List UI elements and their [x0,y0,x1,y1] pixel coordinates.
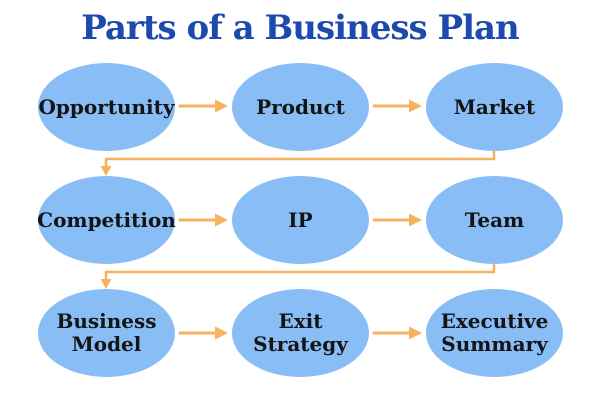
node-team-label: Team [464,207,525,232]
node-competition-label: Competition [37,207,176,232]
node-business-model-label: Business Model [56,309,157,356]
node-product: Product [232,63,369,151]
arrow-product-market [372,99,422,113]
node-market: Market [426,63,563,151]
node-exit-strategy: Exit Strategy [232,289,369,377]
arrow-competition-ip [178,213,228,227]
node-ip: IP [232,176,369,264]
arrow-market-competition [100,146,496,176]
node-exit-strategy-label: Exit Strategy [253,309,348,356]
node-executive-summary: Executive Summary [426,289,563,377]
node-ip-label: IP [288,207,313,232]
node-opportunity: Opportunity [38,63,175,151]
node-market-label: Market [453,94,536,119]
page-title: Parts of a Business Plan [81,8,520,48]
arrow-opportunity-product [178,99,228,113]
arrow-ip-team [372,213,422,227]
node-opportunity-label: Opportunity [38,94,175,119]
node-competition: Competition [37,176,176,264]
node-team: Team [426,176,563,264]
arrow-business-model-exit-strategy [178,326,228,340]
node-business-model: Business Model [38,289,175,377]
arrow-exit-strategy-executive-summary [372,326,422,340]
arrow-team-business-model [100,259,496,289]
node-executive-summary-label: Executive Summary [440,309,549,356]
node-product-label: Product [256,94,345,119]
